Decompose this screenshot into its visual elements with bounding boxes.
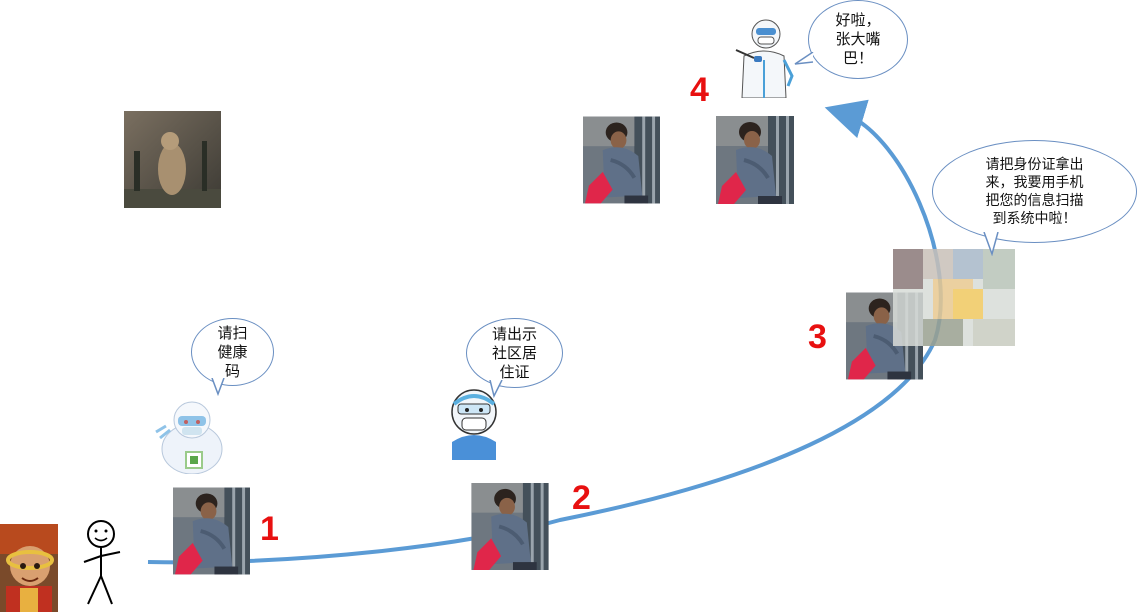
masked-worker-icon [451, 389, 497, 460]
monkey-king-icon [0, 524, 58, 612]
speech-bubble-step-2-tail [489, 380, 503, 398]
woman-photo-step-4a [583, 116, 660, 204]
speech-bubble-step-3-text: 请把身份证拿出 来，我要用手机 把您的信息扫描 到系统中啦！ [985, 156, 1084, 227]
step-2-number: 2 [572, 479, 591, 517]
speech-bubble-step-3: 请把身份证拿出 来，我要用手机 把您的信息扫描 到系统中啦！ [932, 140, 1137, 243]
pixelated-photo [893, 249, 1015, 346]
health-worker-qr-icon [155, 401, 223, 474]
swab-worker-icon [735, 19, 794, 98]
speech-bubble-step-2-text: 请出示 社区居 住证 [491, 324, 537, 381]
speech-bubble-step-1-tail [211, 378, 225, 396]
speech-bubble-step-2: 请出示 社区居 住证 [466, 318, 563, 388]
speech-bubble-step-1: 请扫 健康 码 [191, 318, 274, 386]
step-1-number: 1 [260, 510, 279, 548]
stick-figure-icon [83, 520, 121, 605]
woman-photo-step-1 [173, 487, 250, 575]
speech-bubble-step-4-text: 好啦， 张大嘴 巴！ [835, 11, 881, 67]
speech-bubble-step-4: 好啦， 张大嘴 巴！ [808, 0, 908, 79]
woman-photo-step-2 [471, 483, 549, 570]
marmot-photo [124, 111, 221, 208]
woman-photo-step-4b [716, 116, 794, 204]
step-4-number: 4 [690, 71, 709, 109]
speech-bubble-step-3-tail [983, 232, 999, 256]
speech-bubble-step-4-tail [794, 52, 814, 65]
step-3-number: 3 [808, 318, 827, 356]
flow-curve-path [147, 99, 943, 565]
speech-bubble-step-1-text: 请扫 健康 码 [217, 323, 248, 380]
